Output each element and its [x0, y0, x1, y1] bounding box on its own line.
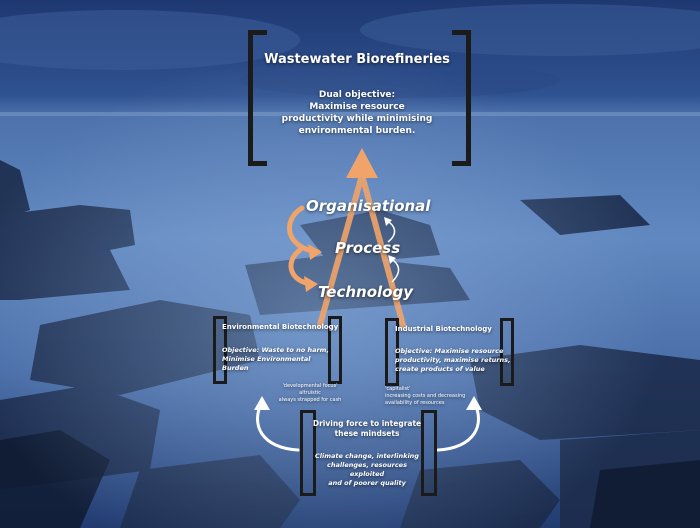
- level-process: Process: [335, 239, 401, 257]
- env-note-line-2: altruistic: [299, 390, 321, 396]
- ind-note-line-2: increasing costs and decreasing: [385, 393, 466, 399]
- ind-note-line-3: availability of resources: [385, 400, 445, 406]
- driving-body-line-2: challenges, resources exploited: [327, 461, 407, 478]
- driving-body-line-1: Climate change, interlinking: [315, 452, 419, 460]
- env-box-objective: Objective: Waste to no harm, Minimise En…: [222, 346, 329, 373]
- driving-body-line-3: and of poorer quality: [328, 479, 406, 487]
- env-note-line-3: always strapped for cash: [278, 397, 342, 403]
- driving-title-line-2: these mindsets: [334, 429, 400, 438]
- objective-line-4: environmental burden.: [298, 126, 416, 136]
- env-objective-line-1: Objective: Waste to no harm,: [222, 346, 329, 354]
- ind-box-left-bracket: [385, 318, 399, 386]
- ind-note: 'capitalist' increasing costs and decrea…: [385, 386, 475, 407]
- ind-note-line-1: 'capitalist': [385, 386, 411, 392]
- ind-box-right-bracket: [500, 318, 514, 386]
- ind-objective-line-1: Objective: Maximise resource: [395, 347, 504, 355]
- objective-line-3: productivity while minimising: [281, 114, 433, 124]
- diagram-title: Wastewater Biorefineries: [264, 52, 450, 67]
- driving-box-body: Climate change, interlinking challenges,…: [310, 452, 424, 488]
- top-box-right-bracket: [452, 30, 471, 166]
- main-upward-arrow: [317, 172, 406, 328]
- ind-box-title: Industrial Biotechnology: [395, 325, 492, 333]
- objective-line-1: Dual objective:: [318, 90, 396, 100]
- driving-box-title: Driving force to integrate these mindset…: [312, 419, 422, 439]
- driving-title-line-1: Driving force to integrate: [312, 419, 422, 428]
- env-objective-line-2: Minimise Environmental: [222, 355, 311, 363]
- ind-objective-line-2: productivity, maximise returns,: [395, 356, 511, 364]
- env-note-line-1: 'developmental focus': [282, 383, 338, 389]
- driving-box-right-bracket: [421, 410, 437, 496]
- ind-objective-line-3: create products of value: [395, 365, 485, 373]
- env-objective-line-3: Burden: [222, 364, 249, 372]
- level-technology: Technology: [318, 283, 413, 301]
- dual-objective-text: Dual objective: Maximise resource produc…: [262, 89, 452, 137]
- env-note: 'developmental focus' altruistic always …: [268, 383, 352, 404]
- top-box-left-bracket: [248, 30, 267, 166]
- driving-box-left-bracket: [300, 410, 316, 496]
- objective-line-2: Maximise resource: [309, 102, 405, 112]
- env-box-title: Environmental Biotechnology: [222, 323, 339, 331]
- env-box-right-bracket: [328, 316, 342, 384]
- upward-arrowhead: [346, 148, 378, 178]
- level-organisational: Organisational: [306, 197, 431, 215]
- ind-box-objective: Objective: Maximise resource productivit…: [395, 347, 510, 374]
- env-box-left-bracket: [213, 316, 227, 384]
